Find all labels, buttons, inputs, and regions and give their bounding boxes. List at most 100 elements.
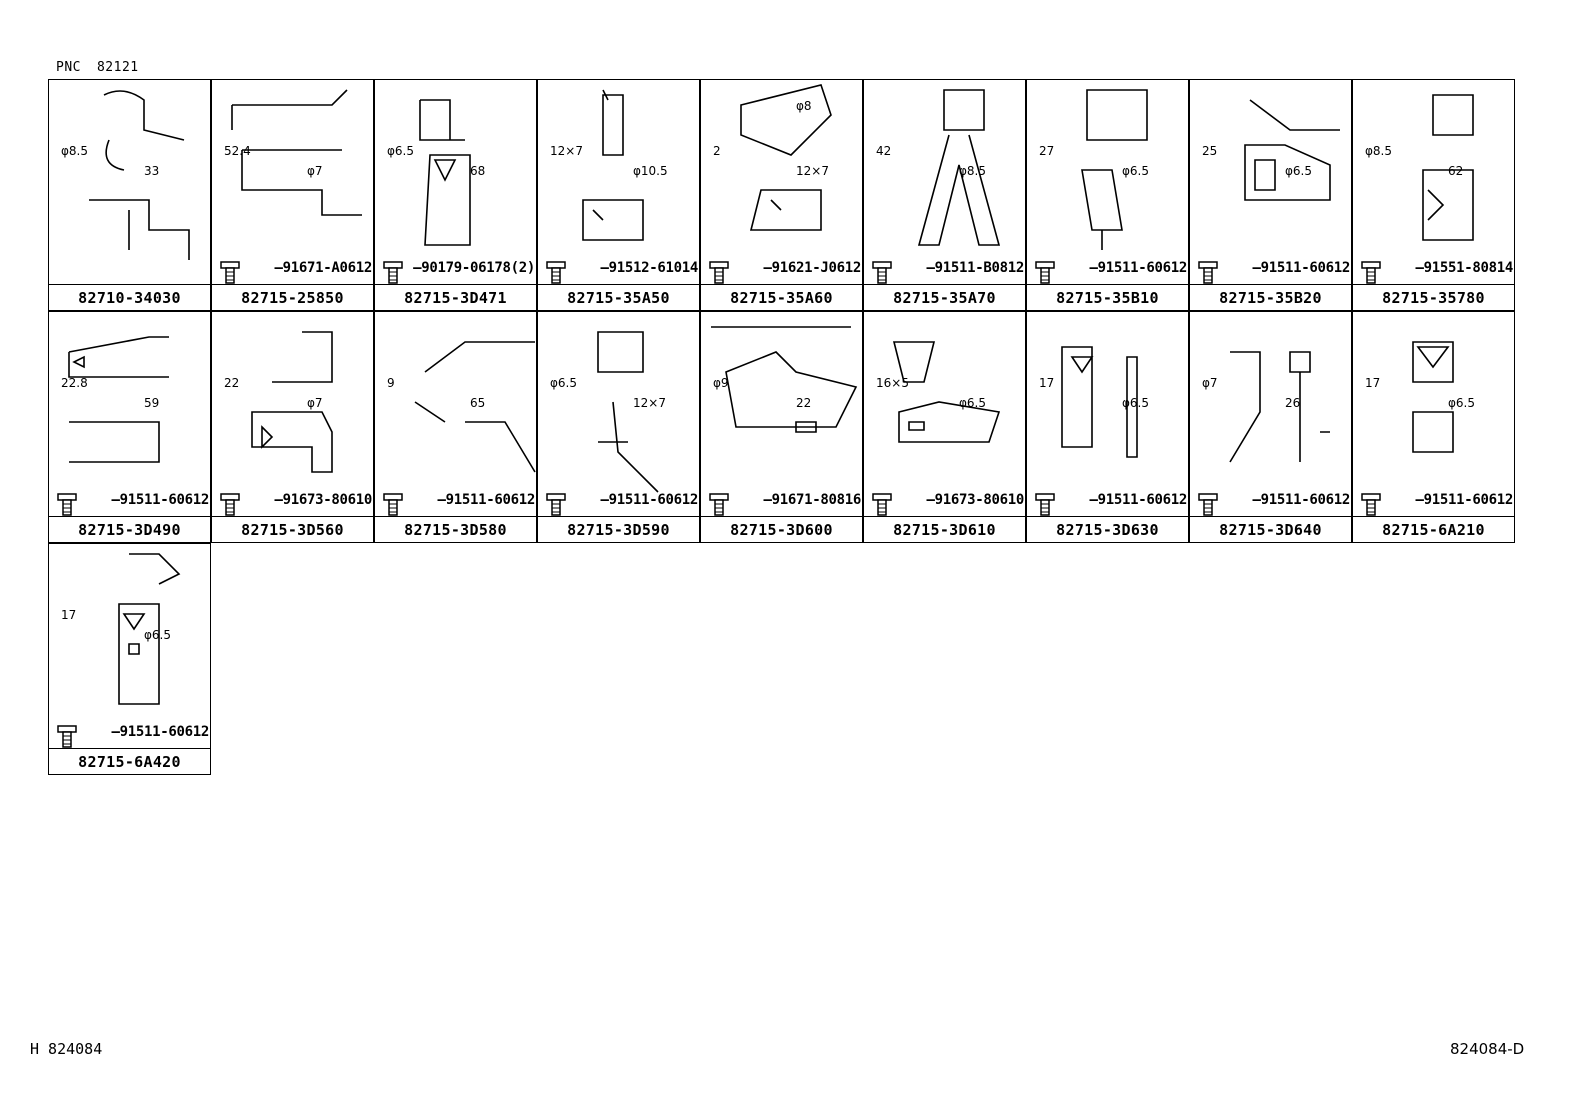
dimension-label: 62 [1448, 164, 1463, 178]
dimension-label: φ8.5 [959, 164, 986, 178]
dimension-label: 22 [796, 396, 811, 410]
bracket-outline [1229, 351, 1330, 463]
part-number-label: 82715-6A420 [49, 748, 210, 775]
dimension-label: φ6.5 [959, 396, 986, 410]
bolt-part-number: —91673-80610 [926, 492, 1024, 508]
bracket-drawing: φ6.5 12×7 [550, 331, 666, 493]
bolt-part-number: —91511-60612 [437, 492, 535, 508]
bolt-icon [383, 261, 403, 284]
pnc-code: 82121 [96, 60, 139, 75]
diagram-code-right: 824084-D [1450, 1040, 1525, 1058]
bracket-outline [740, 84, 832, 231]
part-number-label: 82715-35A60 [701, 284, 862, 311]
bolt-part-number: —91511-60612 [1252, 492, 1350, 508]
part-number-label: 82715-35B20 [1190, 284, 1351, 311]
bolt-icon [872, 261, 892, 284]
bolt-icon [57, 493, 77, 516]
bolt-part-number: —91511-60612 [600, 492, 698, 508]
bracket-outline [231, 89, 362, 216]
bolt-part-number: —90179-06178(2) [413, 260, 535, 276]
part-number-label: 82715-35B10 [1027, 284, 1188, 311]
bolt-icon [1035, 261, 1055, 284]
bracket-outline [118, 553, 181, 705]
dimension-label: 22 [224, 376, 239, 390]
bolt-icon [1035, 493, 1055, 516]
dimension-label: φ9 [713, 376, 729, 390]
dimension-label: φ6.5 [1122, 164, 1149, 178]
part-cell: φ9 22 —91671-80816 82715-3D600 [700, 311, 863, 543]
dimension-label: 42 [876, 144, 891, 158]
bracket-drawing: 9 65 [387, 341, 536, 473]
bracket-drawing: 42 φ8.5 [876, 89, 1001, 246]
bolt-icon [1361, 261, 1381, 284]
dimension-label: 33 [144, 164, 159, 178]
bolt-icon [546, 261, 566, 284]
bolt-icon [1198, 261, 1218, 284]
part-number-label: 82715-3D560 [212, 516, 373, 543]
dimension-label: φ6.5 [550, 376, 577, 390]
bracket-outline [68, 336, 169, 463]
dimension-label: 27 [1039, 144, 1054, 158]
part-number-label: 82715-25850 [212, 284, 373, 311]
part-number-label: 82715-3D580 [375, 516, 536, 543]
bracket-drawing: 27 φ6.5 [1039, 89, 1149, 250]
dimension-label: 59 [144, 396, 159, 410]
part-number-label: 82715-6A210 [1353, 516, 1514, 543]
part-number-label: 82715-35A70 [864, 284, 1025, 311]
dimension-label: 12×7 [550, 144, 583, 158]
bracket-drawing: φ6.568 [387, 99, 485, 246]
bolt-part-number: —91671-80816 [763, 492, 861, 508]
bracket-outline [1412, 341, 1454, 453]
dimension-label: φ8.5 [1365, 144, 1392, 158]
bolt-icon [1198, 493, 1218, 516]
dimension-label: φ6.5 [1122, 396, 1149, 410]
bracket-drawing: 16×5φ6.5 [876, 341, 1001, 443]
bracket-outline [1081, 89, 1148, 250]
bracket-drawing: 22.859 [61, 336, 169, 463]
dimension-label: φ7 [307, 164, 323, 178]
dimension-label: 25 [1202, 144, 1217, 158]
part-number-label: 82715-35A50 [538, 284, 699, 311]
part-number-label: 82715-3D471 [375, 284, 536, 311]
bracket-outline [597, 331, 659, 493]
dimension-label: 68 [470, 164, 485, 178]
bolt-icon [1361, 493, 1381, 516]
dimension-label: 65 [470, 396, 485, 410]
bracket-outline [582, 89, 644, 241]
bolt-icon [872, 493, 892, 516]
dimension-label: 17 [1365, 376, 1380, 390]
bolt-icon [220, 261, 240, 284]
part-number-label: 82715-3D610 [864, 516, 1025, 543]
bolt-part-number: —91511-B0812 [926, 260, 1024, 276]
dimension-label: φ8 [796, 99, 812, 113]
part-number-label: 82710-34030 [49, 284, 210, 311]
bracket-outline [917, 89, 1001, 246]
part-cell: 27 φ6.5 —91511-60612 82715-35B10 [1026, 79, 1189, 311]
dimension-label: 12×7 [633, 396, 666, 410]
dimension-label: φ6.5 [144, 628, 171, 642]
part-number-label: 82715-3D600 [701, 516, 862, 543]
bolt-part-number: —91671-A0612 [274, 260, 372, 276]
dimension-label: 12×7 [796, 164, 829, 178]
dimension-label: 9 [387, 376, 395, 390]
part-cell: 42 φ8.5 —91511-B0812 82715-35A70 [863, 79, 1026, 311]
bracket-outline [89, 90, 190, 260]
dimension-label: 17 [1039, 376, 1054, 390]
bolt-part-number: —91673-80610 [274, 492, 372, 508]
bolt-part-number: —91511-60612 [1089, 492, 1187, 508]
part-number-label: 82715-35780 [1353, 284, 1514, 311]
bolt-part-number: —91511-60612 [1089, 260, 1187, 276]
bolt-part-number: —91621-J0612 [763, 260, 861, 276]
bolt-part-number: —91512-61014 [600, 260, 698, 276]
